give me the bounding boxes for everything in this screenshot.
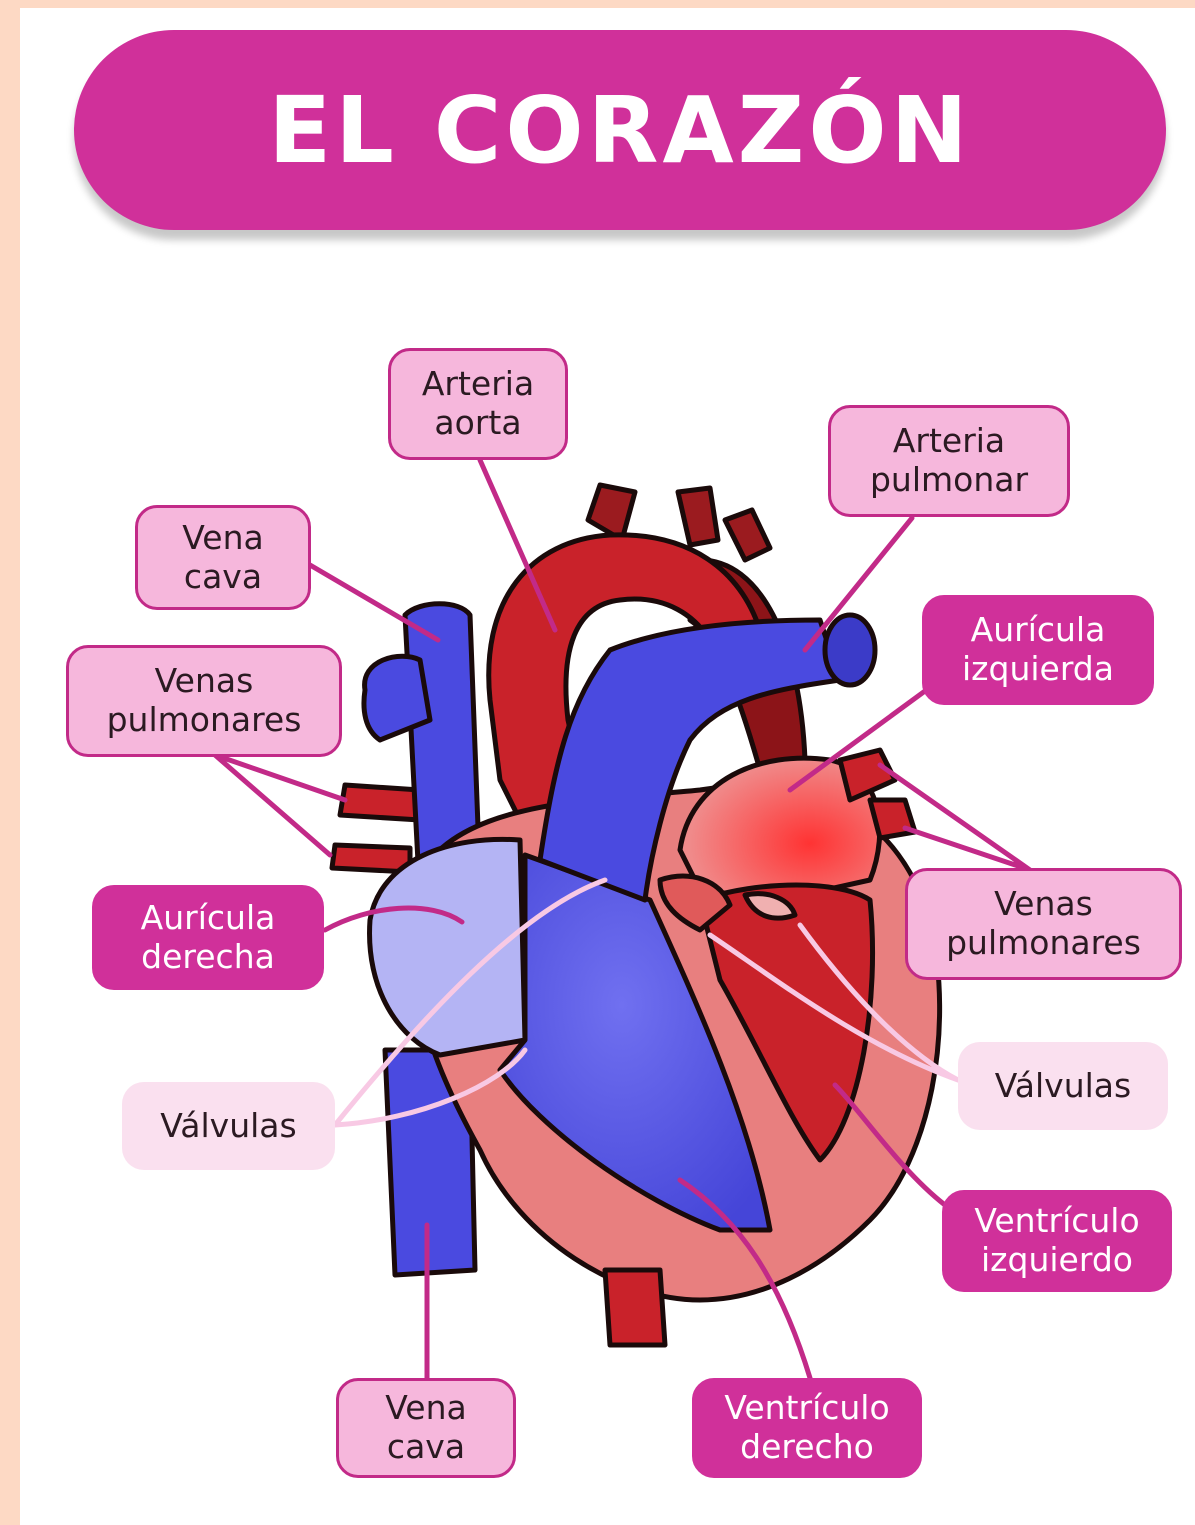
label-line: Arteria xyxy=(422,365,534,404)
label-line: Venas xyxy=(107,662,302,701)
pulmonary-artery-opening xyxy=(825,615,875,685)
leader-vena-cava-sup xyxy=(310,565,438,640)
label-line: pulmonares xyxy=(107,701,302,740)
label-valvulas-left: Válvulas xyxy=(122,1082,335,1170)
label-line: Venas xyxy=(946,885,1141,924)
label-line: Aurícula xyxy=(141,899,276,938)
label-line: Vena xyxy=(385,1389,466,1428)
label-line: Aurícula xyxy=(962,611,1114,650)
label-line: Válvulas xyxy=(995,1067,1131,1106)
label-line: pulmonares xyxy=(946,924,1141,963)
label-line: Ventrículo xyxy=(724,1389,889,1428)
pulmonary-vein-right xyxy=(870,800,915,838)
label-line: izquierdo xyxy=(974,1241,1139,1280)
label-line: izquierda xyxy=(962,650,1114,689)
label-line: Arteria xyxy=(870,422,1028,461)
label-line: derecho xyxy=(724,1428,889,1467)
label-line: derecha xyxy=(141,938,276,977)
pulmonary-vein-right xyxy=(840,750,895,800)
label-line: Vena xyxy=(182,519,263,558)
descending-aorta xyxy=(605,1270,665,1345)
pulmonary-vein-stub xyxy=(340,785,420,820)
label-line: aorta xyxy=(422,404,534,443)
label-line: cava xyxy=(182,558,263,597)
label-line: cava xyxy=(385,1428,466,1467)
label-valvulas-right: Válvulas xyxy=(958,1042,1168,1130)
label-line: Válvulas xyxy=(160,1107,296,1146)
label-line: Ventrículo xyxy=(974,1202,1139,1241)
leader-pulmonary-veins-left xyxy=(215,755,345,855)
label-line: pulmonar xyxy=(870,461,1028,500)
